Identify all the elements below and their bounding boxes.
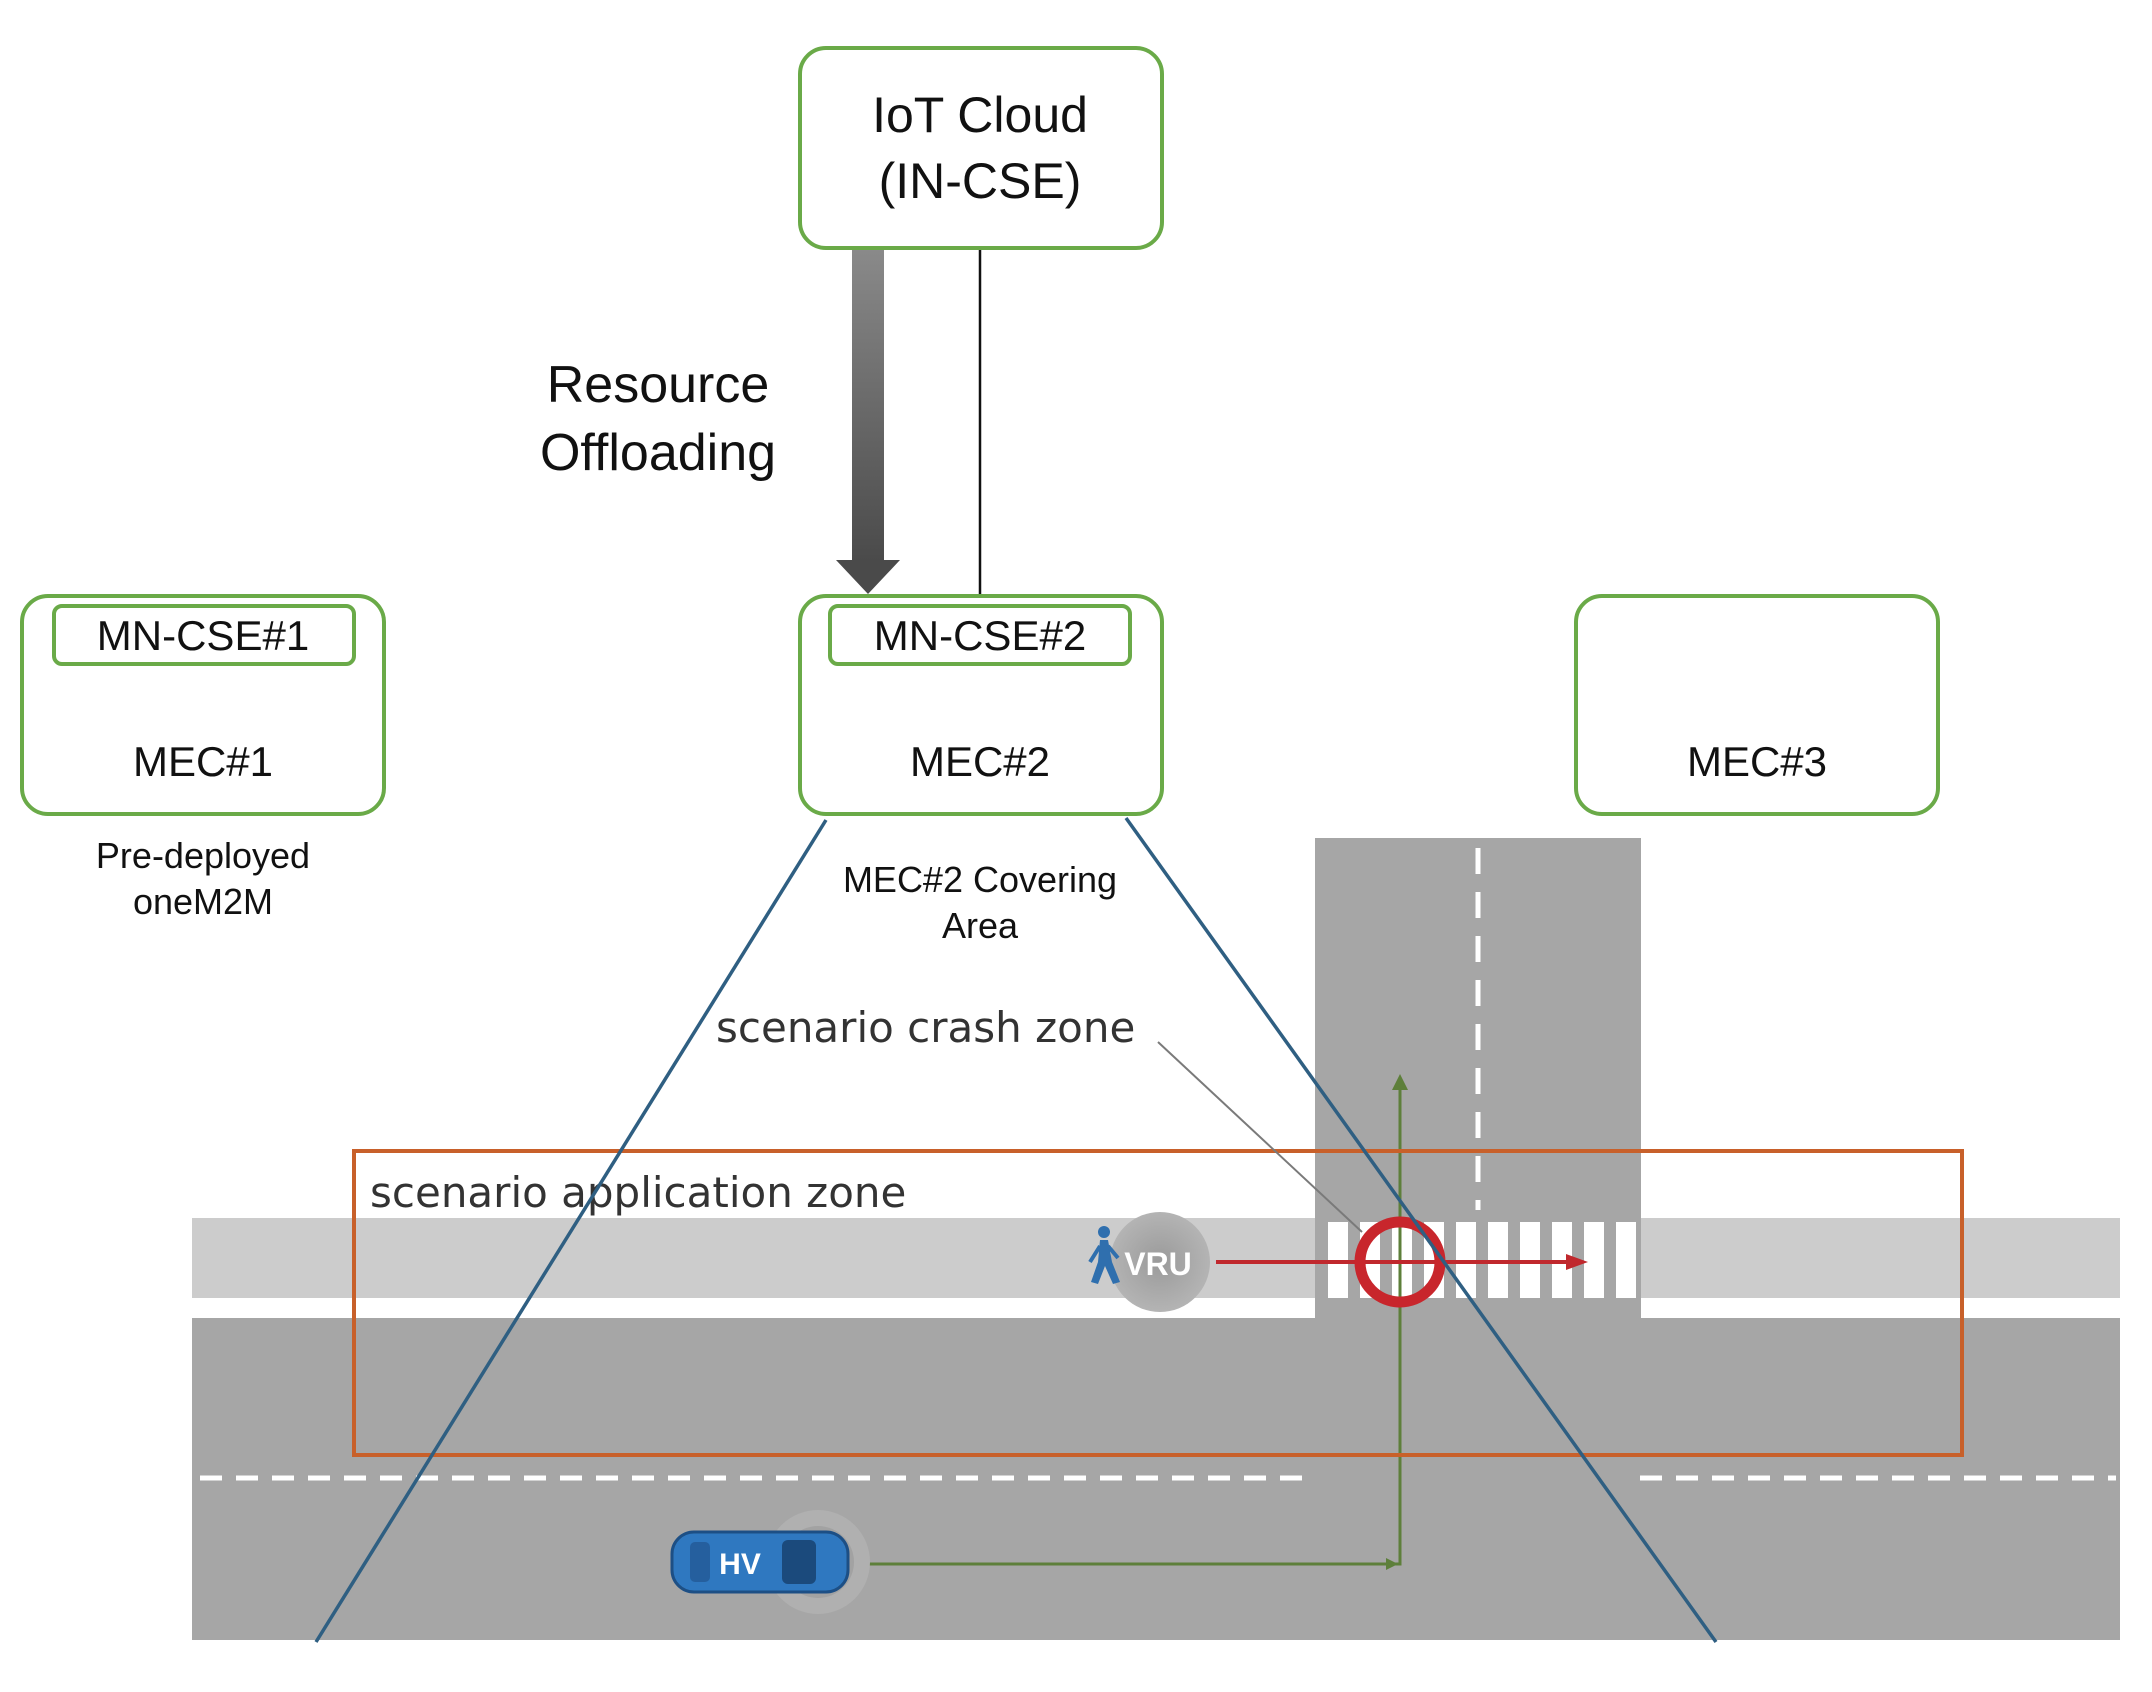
hv-label: HV [719,1548,761,1581]
pedestrian-icon [1088,1226,1120,1284]
application-zone [352,1149,1964,1457]
mec2-note-line1: MEC#2 Covering [843,859,1117,900]
vru-arrow [1216,1254,1588,1270]
mn-cse2-box [828,604,1132,666]
crash-zone-leader [1157,1041,1363,1233]
iot-cloud-title: IoT Cloud [872,87,1088,143]
vru-label: VRU [1124,1246,1192,1282]
mec2-node: MN-CSE#2 MEC#2 [798,594,1164,816]
hv-path [845,1074,1408,1570]
road-scene [192,838,2120,1640]
mn-cse1-label: MN-CSE#1 [97,612,309,659]
mn-cse1-box [52,604,356,666]
coverage-line-right [1124,816,1718,1644]
offloading-arrow [836,248,900,594]
mec1-node: MN-CSE#1 MEC#1 [20,594,386,816]
crash-point-ring [1354,1216,1446,1308]
mec1-label: MEC#1 [133,738,273,785]
vru-actor: VRU [1088,1212,1210,1312]
crash-zone-label: scenario crash zone [716,1003,1135,1052]
mec2-note-line2: Area [942,905,1019,946]
iot-cloud-subtitle: (IN-CSE) [879,153,1082,209]
offloading-label-line2: Offloading [540,424,776,482]
application-zone-label: scenario application zone [370,1168,906,1217]
mec1-note-line2: oneM2M [133,881,273,922]
offloading-label-line1: Resource [547,356,770,414]
mn-cse2-label: MN-CSE#2 [874,612,1086,659]
mec2-label: MEC#2 [910,738,1050,785]
mec1-note-line1: Pre-deployed [96,835,310,876]
iot-cloud-node: IoT Cloud (IN-CSE) [798,46,1164,250]
mec3-label: MEC#3 [1687,738,1827,785]
vru-halo [1110,1212,1210,1312]
mec3-node: MEC#3 [1574,594,1940,816]
coverage-line-left [314,819,828,1643]
hv-car: HV [670,1510,870,1614]
